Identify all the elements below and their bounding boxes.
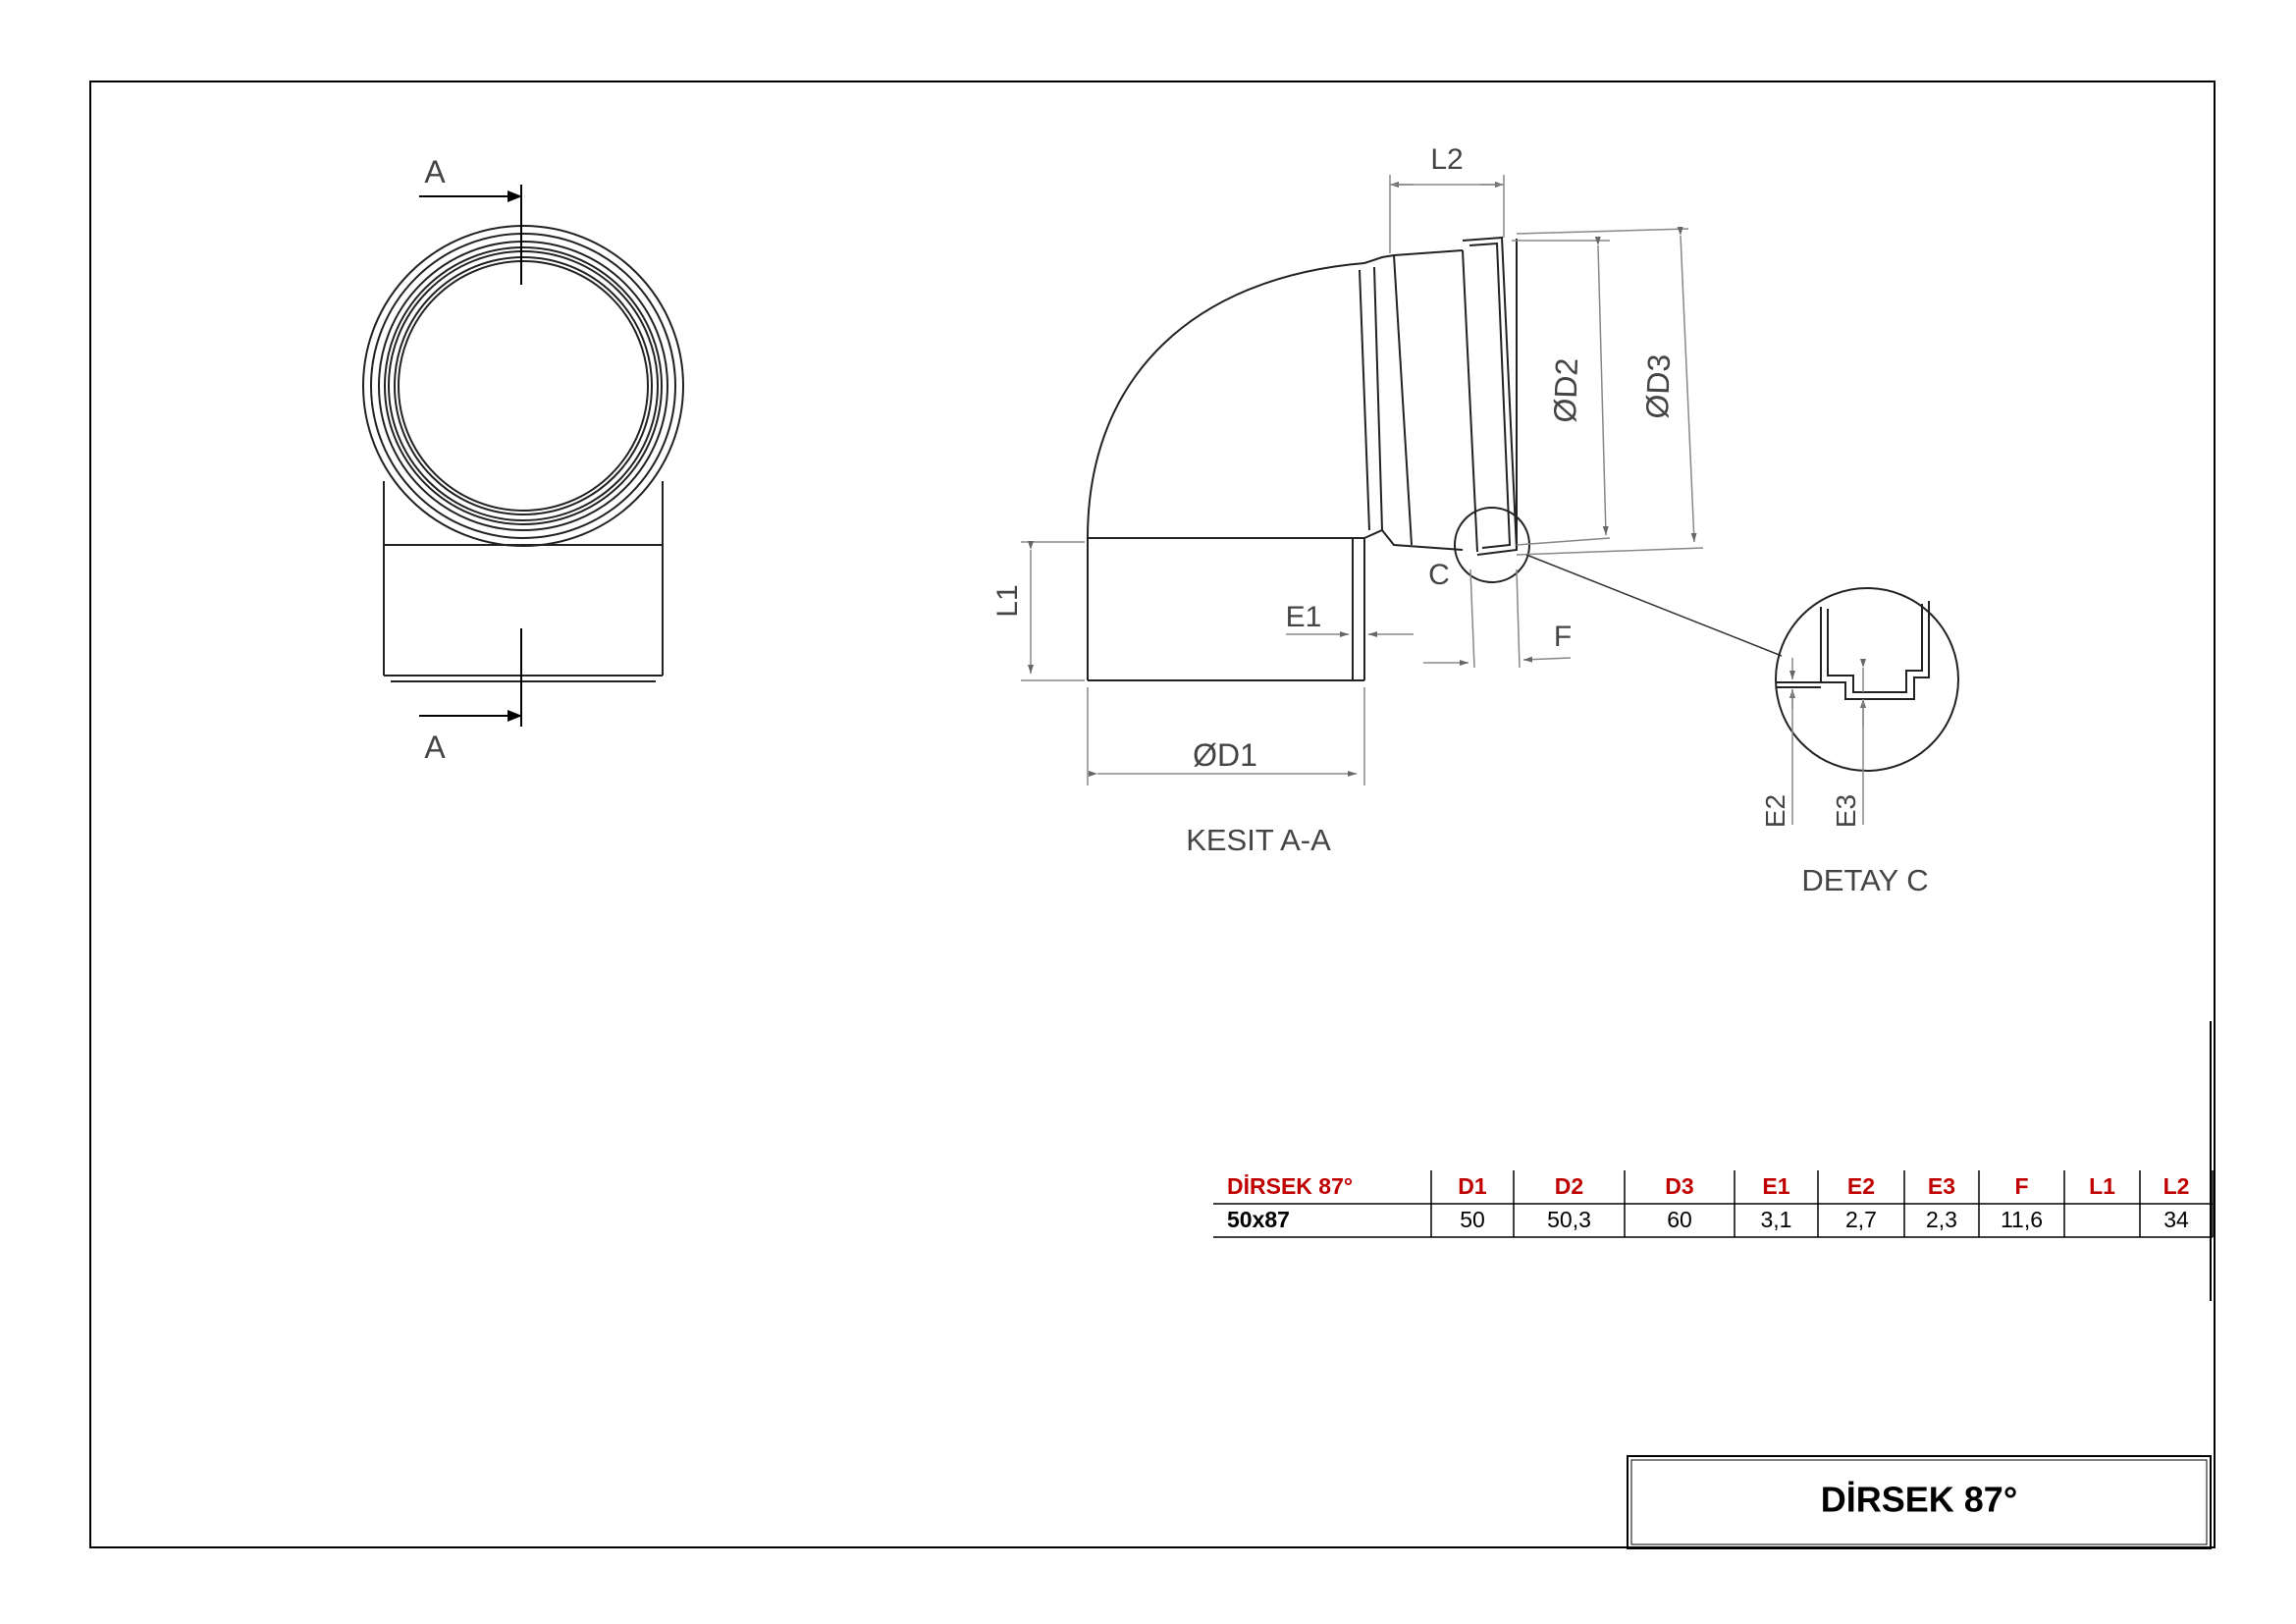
- table-cell: 34: [2163, 1207, 2189, 1232]
- title-block-title: DİRSEK 87°: [1821, 1480, 2017, 1520]
- table-header-cell: D1: [1458, 1173, 1487, 1199]
- dim-label-f: F: [1554, 621, 1572, 653]
- section-label-bottom: A: [424, 730, 446, 765]
- table-header-cell: F: [2014, 1173, 2028, 1199]
- dimension-table: DİRSEK 87° D1 D2 D3 E1 E2 E3 F L1 L2 50x87 50 50,3 60…: [1213, 1170, 2214, 1238]
- detail-marker-c: C: [1428, 559, 1450, 591]
- table-header-cell: D2: [1555, 1173, 1583, 1199]
- dim-label-e2: E2: [1760, 794, 1790, 828]
- table-cell: 50x87: [1227, 1207, 1290, 1232]
- dim-label-d3: ØD3: [1639, 353, 1677, 419]
- section-view-elbow: [1087, 236, 1530, 681]
- section-title: KESIT A-A: [1186, 823, 1331, 857]
- table-header-cell: E2: [1847, 1173, 1875, 1199]
- table-header-cell: DİRSEK 87°: [1227, 1173, 1353, 1199]
- sheet-border: [89, 81, 2216, 1548]
- section-label-top: A: [424, 154, 446, 189]
- table-header-cell: E1: [1762, 1173, 1789, 1199]
- table-cell: 50: [1460, 1207, 1485, 1232]
- detail-dimension-lines: [1789, 658, 1866, 825]
- table-cell: 2,7: [1845, 1207, 1877, 1232]
- front-view: [362, 225, 684, 682]
- title-block: DİRSEK 87°: [1627, 1455, 2212, 1549]
- table-cell: 11,6: [2001, 1207, 2043, 1232]
- dim-label-d1: ØD1: [1193, 737, 1257, 773]
- dim-label-d2: ØD2: [1547, 357, 1584, 423]
- dim-label-e1: E1: [1286, 601, 1322, 633]
- dim-label-l1: L1: [991, 584, 1024, 617]
- detail-title: DETAY C: [1801, 863, 1928, 897]
- dim-label-e3: E3: [1831, 794, 1861, 828]
- dimension-lines: [1021, 175, 1783, 785]
- table-header-cell: L2: [2163, 1173, 2190, 1199]
- table-cell: 2,3: [1926, 1207, 1957, 1232]
- table-header-cell: L1: [2089, 1173, 2115, 1199]
- detail-view-c: [1775, 587, 1959, 772]
- table-cell: 60: [1667, 1207, 1692, 1232]
- dim-label-l2: L2: [1430, 143, 1463, 176]
- table-cell: 50,3: [1547, 1207, 1591, 1232]
- table-header-cell: D3: [1665, 1173, 1693, 1199]
- table-header-cell: E3: [1928, 1173, 1955, 1199]
- table-cell: 3,1: [1761, 1207, 1792, 1232]
- section-cut-markers: [419, 185, 522, 727]
